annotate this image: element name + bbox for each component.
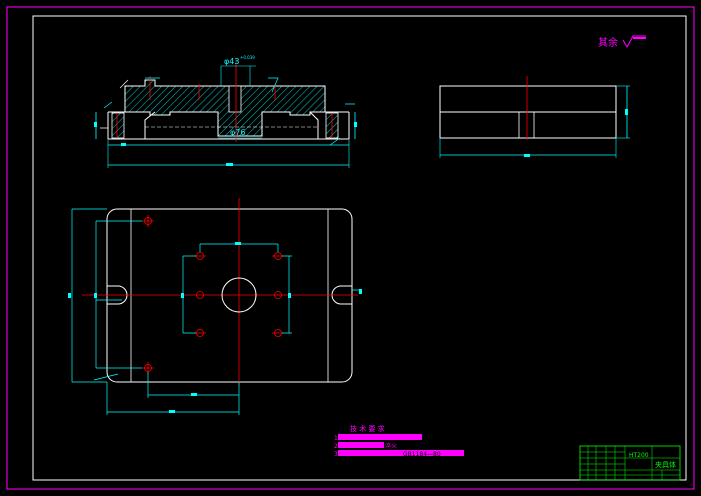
roughness-symbol-icon (622, 35, 646, 49)
tech-req-3-num: 3 (334, 451, 338, 458)
roughness-note: 其余 (598, 35, 646, 49)
tech-req-title: 技 术 要 求 (350, 424, 385, 433)
tech-req-1-num: 1 (334, 435, 338, 442)
side-view (439, 76, 630, 158)
bolt-holes (142, 215, 284, 374)
dim-bore-tol-text: +0.039 (240, 55, 255, 60)
title-material: HT200 (629, 452, 649, 459)
tech-req-2-text: 淬火 (385, 442, 397, 450)
tech-req-3-text: GB1184—80 (403, 451, 441, 458)
section-hatch (124, 79, 326, 137)
center-bore (221, 277, 257, 313)
dim-bore-text: φ43 (224, 57, 239, 66)
sheet-border (6, 6, 695, 490)
tech-req-2-num: 2 (334, 443, 338, 450)
tech-requirements: 技 术 要 求 1 2 淬火 3 GB1184—80 (334, 424, 464, 458)
roughness-label: 其余 (598, 36, 618, 49)
section-view: φ43 +0.039 φ76 (94, 55, 357, 168)
dim-base-text: φ76 (230, 128, 245, 137)
title-drawing-name: 夹具体 (655, 460, 676, 469)
title-block: HT200 夹具体 (579, 445, 681, 481)
drawing-frame (32, 15, 687, 481)
tech-req-1-bar (338, 434, 422, 440)
tech-req-2-bar (338, 442, 384, 448)
plan-view (68, 198, 362, 415)
tech-req-3-bar (338, 450, 464, 456)
